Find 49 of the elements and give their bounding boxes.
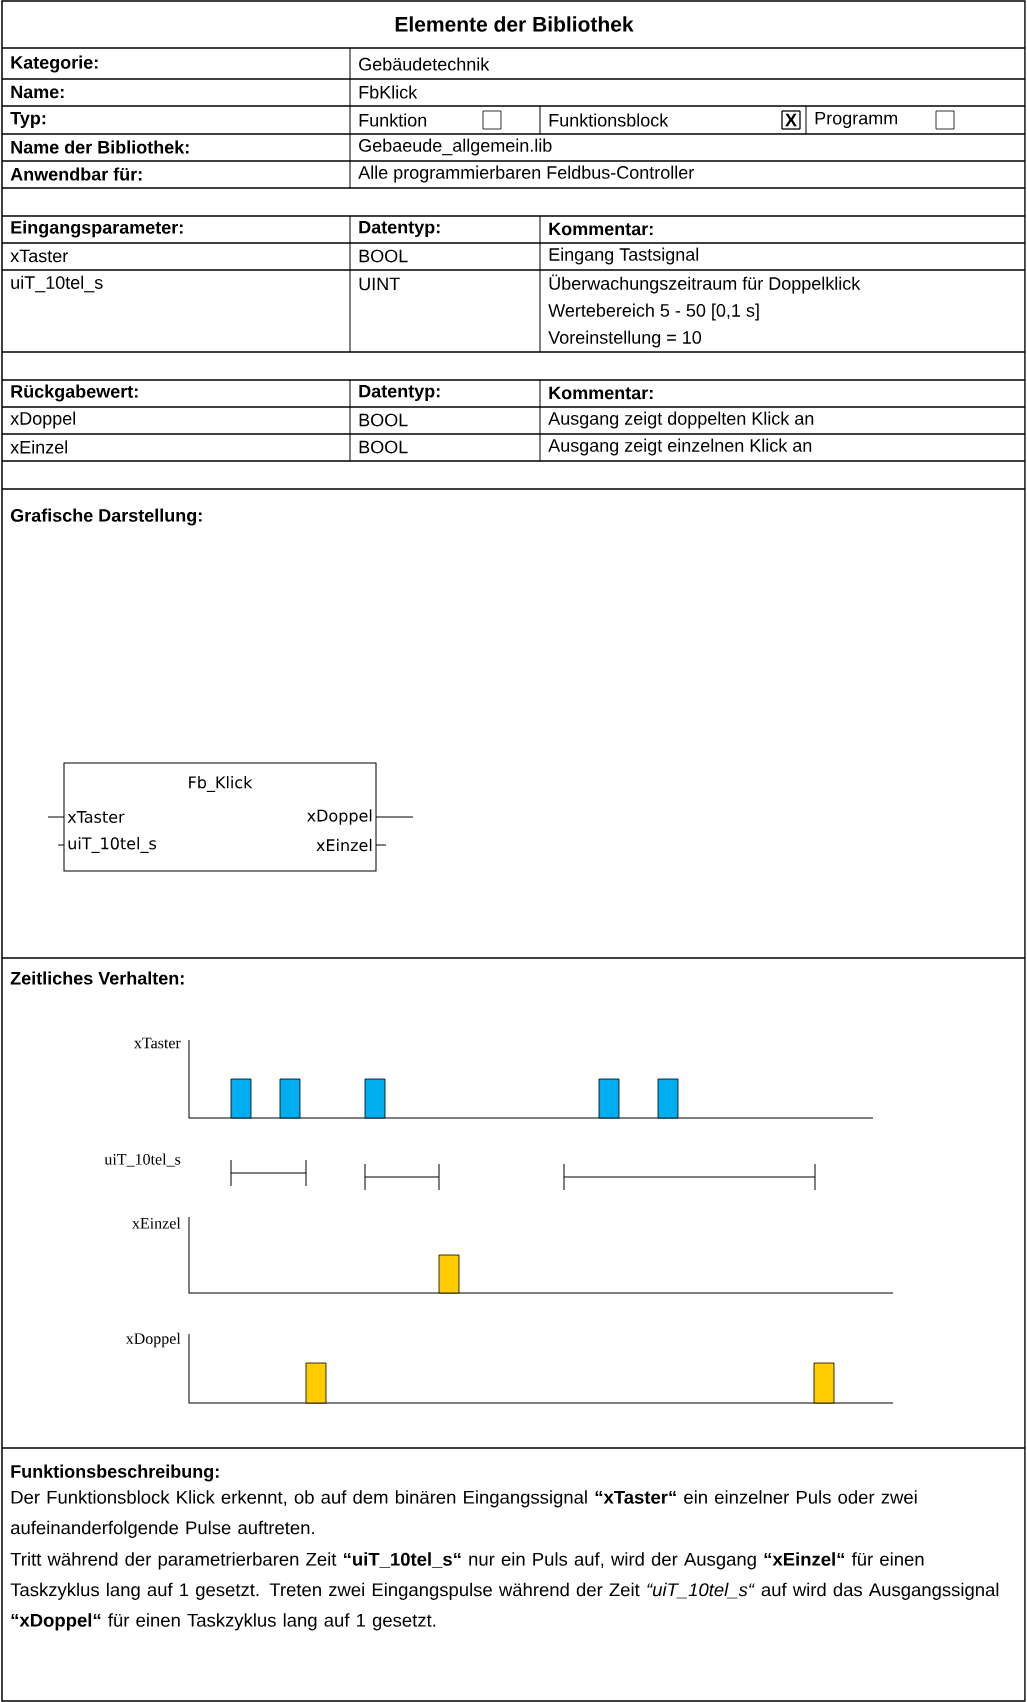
cell-text: BOOL: [359, 413, 408, 427]
cell-text: Alle programmierbaren Feldbus-Controller: [358, 165, 694, 183]
field-label: Datentyp:: [359, 384, 440, 402]
cell-text: Gebäudetechnik: [359, 57, 490, 71]
cell-text: Gebaeude_allgemein.lib: [359, 138, 552, 156]
function-block: [47, 762, 414, 872]
field-label: Eingangsparameter:: [11, 220, 183, 238]
pin-label: xDoppel: [307, 809, 372, 825]
type-option: Funktion: [359, 113, 427, 127]
type-option: Funktionsblock: [549, 113, 669, 127]
field-label: Kategorie:: [11, 55, 98, 73]
cell-text: Überwachungszeitraum für Doppelklick: [549, 274, 861, 294]
section-heading: Grafische Darstellung:: [10, 508, 202, 526]
cell-text: UINT: [359, 277, 400, 291]
field-label: Kommentar:: [549, 222, 653, 236]
field-label: Rückgabewert:: [11, 384, 138, 402]
cell-text: BOOL: [359, 440, 408, 454]
pin-label: uiT_10tel_s: [68, 837, 157, 853]
signal-label: xEinzel: [132, 1217, 181, 1229]
cell-text: uiT_10tel_s: [11, 275, 103, 293]
checked-checkbox: X: [785, 113, 797, 127]
cell-text: Eingang Tastsignal: [549, 247, 699, 265]
field-label: Name:: [11, 85, 64, 99]
cell-text: FbKlick: [359, 85, 418, 99]
section-heading: Zeitliches Verhalten:: [10, 971, 184, 985]
signal-label: xDoppel: [125, 1332, 181, 1348]
field-label: Kommentar:: [549, 386, 653, 400]
section-heading: Funktionsbeschreibung:: [11, 1464, 219, 1482]
cell-text: Ausgang zeigt doppelten Klick an: [548, 411, 814, 429]
description-paragraph: Der Funktionsblock Klick erkennt, ob auf dem binären Eingangssignal “xTaster“ ein einzelner Puls oder zwei aufeinanderfolgende Pulse auftreten.: [11, 1490, 917, 1538]
cell-text: Wertebereich 5 - 50 [0,1 s]: [548, 303, 759, 321]
description-paragraph: Tritt während der parametrierbaren Zeit “uiT_10tel_s“ nur ein Puls auf, wird der Ausgang “xEinzel“ für einen Taskzyklus lang auf 1 gesetzt. Treten zwei Eingangspulse während der Zeit “uiT_10tel_s“ auf wird das Ausgangssignal “xDoppel“ für einen Taskzyklus lang auf 1 gesetzt.: [10, 1552, 999, 1631]
signal-label: uiT_10tel_s: [104, 1153, 181, 1167]
cell-text: xDoppel: [10, 411, 75, 429]
pin-label: xTaster: [67, 811, 125, 823]
type-option: Programm: [815, 111, 898, 129]
signal-label: xTaster: [134, 1037, 181, 1049]
field-label: Anwendbar für:: [10, 167, 142, 181]
cell-text: xEinzel: [10, 440, 67, 454]
field-label: Typ:: [10, 111, 46, 129]
cell-text: Ausgang zeigt einzelnen Klick an: [548, 438, 812, 456]
cell-text: xTaster: [10, 249, 68, 263]
cell-text: Voreinstellung = 10: [548, 330, 702, 348]
pin-label: xEinzel: [316, 838, 372, 852]
field-label: Datentyp:: [359, 220, 440, 238]
block-title: Fb_Klick: [189, 776, 253, 792]
field-label: Name der Bibliothek:: [11, 140, 189, 154]
cell-text: BOOL: [359, 249, 408, 263]
title: Elemente der Bibliothek: [395, 16, 634, 32]
